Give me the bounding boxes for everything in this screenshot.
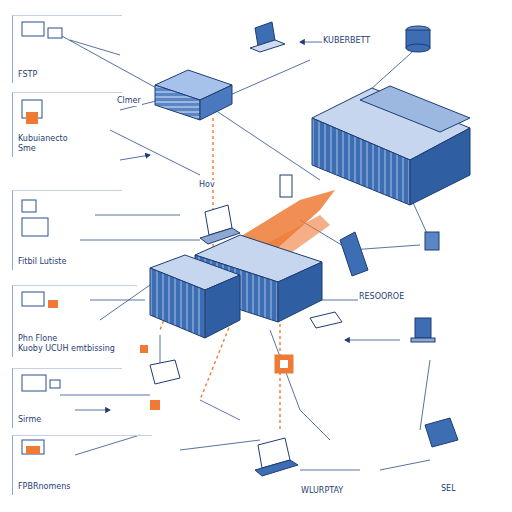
illustration-part: [425, 418, 458, 447]
illustration-part: [100, 285, 150, 320]
illustration-part: [280, 175, 292, 197]
illustration-part: [155, 85, 200, 120]
illustration-part: [150, 268, 205, 338]
illustration-part: [310, 312, 342, 328]
panel-box: Sirme: [12, 368, 122, 428]
panel-label: Fitbil Lutiste: [17, 257, 67, 267]
illustration-part: [48, 300, 58, 308]
illustration-part: [110, 130, 200, 175]
illustration-part: [120, 155, 150, 160]
illustration-part: [22, 22, 62, 454]
illustration-part: [200, 228, 240, 244]
illustration-part: [340, 232, 368, 276]
illustration-part: [300, 410, 330, 440]
illustration-part: [312, 86, 470, 205]
illustration-part: [75, 410, 110, 411]
illustration-part: [95, 215, 180, 216]
illustration-part: [312, 118, 410, 205]
diagram-label: SEL: [440, 484, 457, 494]
illustration-part: [26, 112, 38, 124]
illustration-part: [345, 340, 400, 341]
panel-box: KubuianectoSme: [12, 92, 122, 157]
illustration-part: [150, 235, 322, 338]
illustration-part: [250, 40, 285, 52]
illustration-part: [22, 218, 48, 236]
illustration-part: [406, 44, 430, 52]
illustration-part: [380, 460, 430, 470]
illustration-part: [50, 380, 60, 388]
illustration-part: [22, 200, 36, 212]
panel-label: Sirme: [17, 415, 42, 425]
illustration-part: [22, 375, 46, 391]
illustration-part: [22, 440, 44, 454]
illustration-part: [278, 262, 322, 322]
diagram-label: KUBERBETT: [322, 36, 371, 46]
panel-label: Kubuianecto: [17, 134, 69, 144]
illustration-part: [300, 470, 360, 471]
panel-label: FPBRnomens: [17, 482, 71, 492]
illustration-part: [255, 460, 298, 476]
illustration-part: [70, 40, 120, 55]
illustration-part: [260, 140, 320, 180]
diagram-label: WLURPTAY: [300, 486, 344, 496]
illustration-part: [280, 360, 288, 368]
panel-box: Phn FloneKuoby UCUH emtbissing: [12, 285, 137, 357]
illustration-part: [410, 128, 470, 205]
illustration-part: [140, 22, 458, 476]
panel-label: Kuoby UCUH emtbissing: [17, 344, 116, 354]
illustration-part: [140, 345, 148, 353]
illustration-part: [180, 440, 260, 450]
diagram-label: Clmer: [116, 96, 142, 106]
illustration-part: [200, 85, 232, 120]
panel-label: FSTP: [17, 70, 38, 80]
illustration-part: [150, 400, 160, 410]
illustration-part: [22, 22, 44, 36]
panel-label: Sme: [17, 144, 37, 154]
panel-box: FSTP: [12, 15, 122, 83]
illustration-part: [60, 395, 150, 396]
illustration-part: [415, 318, 431, 338]
panel-box: FPBRnomens: [12, 435, 152, 495]
diagram-label: RESOOROE: [358, 292, 405, 302]
illustration-part: [420, 360, 430, 430]
illustration-part: [48, 28, 62, 38]
illustration-part: [230, 60, 310, 95]
illustration-part: [26, 446, 40, 454]
illustration-part: [411, 338, 435, 342]
illustration-part: [22, 292, 44, 306]
panel-label: Phn Flone: [17, 334, 58, 344]
illustration-part: [275, 355, 293, 373]
illustration-part: [90, 300, 145, 301]
illustration-part: [150, 360, 180, 384]
illustration-part: [360, 86, 470, 132]
diagram-label: Hov: [198, 180, 216, 190]
illustration-part: [200, 400, 240, 420]
panel-box: Fitbil Lutiste: [12, 190, 122, 270]
illustration-part: [270, 330, 300, 410]
illustration-part: [425, 232, 439, 250]
illustration-part: [80, 240, 200, 241]
illustration-part: [60, 35, 160, 90]
illustration-part: [205, 275, 240, 338]
illustration-part: [155, 70, 232, 120]
illustration-part: [75, 435, 140, 455]
